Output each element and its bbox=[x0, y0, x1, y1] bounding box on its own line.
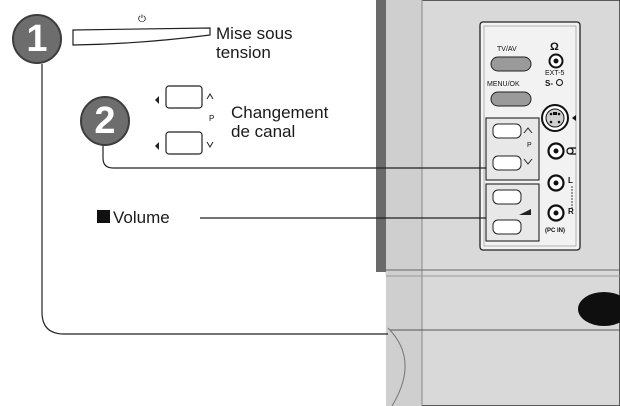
s-video-label: S- bbox=[545, 79, 553, 88]
s-video-input-icon bbox=[556, 79, 563, 86]
step-2-label: Changement de canal bbox=[231, 103, 329, 141]
step-1-badge: 1 bbox=[12, 14, 62, 64]
headphone-icon: Ω bbox=[550, 41, 559, 53]
step-2-badge: 2 bbox=[80, 96, 130, 146]
diagram-p-label: P bbox=[209, 114, 215, 123]
power-icon: ⏻ bbox=[138, 14, 146, 25]
r-label: R bbox=[568, 207, 574, 216]
pc-in-label: (PC IN) bbox=[545, 228, 565, 234]
menuok-label: MENU/OK bbox=[487, 81, 520, 88]
step-1-label: Mise sous tension bbox=[216, 24, 293, 62]
panel-p-label: P bbox=[527, 142, 532, 149]
volume-label: Volume bbox=[113, 208, 170, 227]
tvav-label: TV/AV bbox=[497, 46, 517, 53]
ext-label: EXT-5 bbox=[545, 70, 565, 77]
l-label: L bbox=[568, 176, 573, 185]
step-1-number: 1 bbox=[26, 17, 48, 60]
step-2-number: 2 bbox=[94, 99, 116, 142]
